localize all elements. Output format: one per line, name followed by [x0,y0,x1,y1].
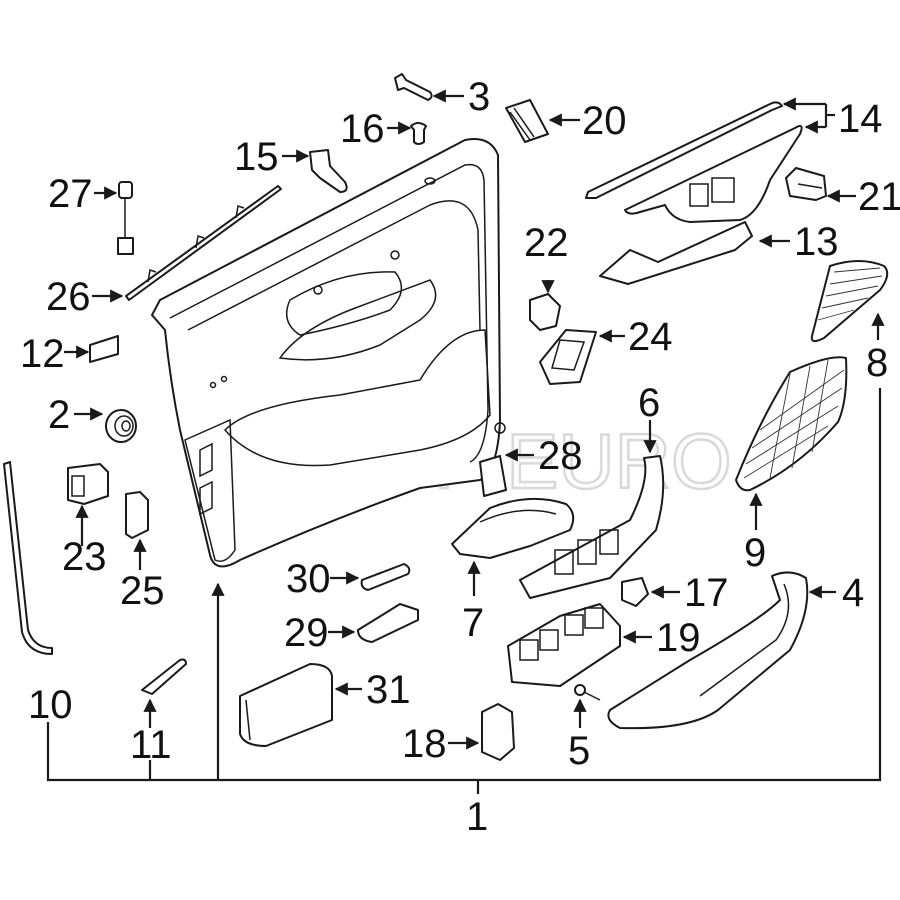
part-3-trim-clip-pin[interactable] [394,73,433,101]
part-15-actuator[interactable] [309,149,348,193]
callout-13[interactable]: 13 [794,220,839,264]
callout-29[interactable]: 29 [284,611,329,655]
callout-1-assembly[interactable]: 1 [466,795,488,839]
part-17-lock-switch[interactable] [621,577,649,607]
callout-28[interactable]: 28 [538,434,583,478]
callout-6[interactable]: 6 [638,381,660,425]
part-5-screw[interactable] [574,684,601,701]
part-16-grommet[interactable] [410,122,427,145]
callout-12[interactable]: 12 [20,332,65,376]
callout-30[interactable]: 30 [286,557,331,601]
callout-26[interactable]: 26 [46,275,91,319]
part-2-clip-fastener[interactable] [105,409,137,443]
part-21-mirror-switch[interactable] [785,167,827,201]
part-11-trim-insert[interactable] [141,658,187,695]
part-10-edge-seal[interactable] [3,461,53,655]
callout-20[interactable]: 20 [582,99,627,143]
callout-15[interactable]: 15 [234,135,279,179]
part-6-switch-bezel[interactable] [519,455,665,599]
callout-4[interactable]: 4 [842,571,864,615]
callout-2[interactable]: 2 [48,393,70,437]
callout-17[interactable]: 17 [684,571,729,615]
part-24-window-switch[interactable] [539,329,597,385]
part-28-connector-clip[interactable] [479,455,507,497]
callout-23[interactable]: 23 [62,535,107,579]
callout-10[interactable]: 10 [28,683,73,727]
callout-14[interactable]: 14 [838,97,883,141]
callout-24[interactable]: 24 [628,315,673,359]
part-19-master-window-switch[interactable] [507,603,621,687]
callout-11[interactable]: 11 [130,723,172,767]
part-29-courtesy-lamp[interactable] [357,603,419,643]
part-7-armrest-tray[interactable] [451,497,575,559]
part-27-sensor[interactable] [117,181,134,255]
part-14-upper-trim[interactable] [585,101,803,223]
part-12-label[interactable] [89,335,119,363]
part-31-control-module[interactable] [239,663,333,747]
door-panel [151,138,506,568]
callout-31[interactable]: 31 [366,668,411,712]
callout-25[interactable]: 25 [120,569,165,613]
part-20-bezel-cover[interactable] [505,99,549,143]
callout-8[interactable]: 8 [866,341,888,385]
part-30-lamp-lens[interactable] [360,563,411,591]
callout-22[interactable]: 22 [524,221,569,265]
part-13-trim-strip[interactable] [599,221,753,285]
part-8-upper-grille[interactable] [810,260,889,342]
part-4-pull-handle[interactable] [607,571,809,730]
callout-21[interactable]: 21 [858,175,900,219]
callout-7[interactable]: 7 [462,601,484,645]
callout-16[interactable]: 16 [340,107,385,151]
callout-labels: 3 20 16 14 15 27 21 22 13 26 24 8 12 2 6… [20,75,900,839]
callout-27[interactable]: 27 [48,172,93,216]
part-25-cover-cap[interactable] [125,491,149,539]
part-23-lamp-socket[interactable] [67,463,109,505]
part-18-single-window-switch[interactable] [481,703,515,761]
leader-lines [46,89,885,794]
part-22-rotary-switch[interactable] [529,293,561,331]
callout-5[interactable]: 5 [568,729,590,773]
callout-18[interactable]: 18 [402,722,447,766]
callout-19[interactable]: 19 [656,616,701,660]
callout-9[interactable]: 9 [744,531,766,575]
callout-3[interactable]: 3 [468,75,490,119]
part-26-seal-strip[interactable] [125,185,282,301]
part-9-speaker-grille[interactable] [735,356,848,492]
